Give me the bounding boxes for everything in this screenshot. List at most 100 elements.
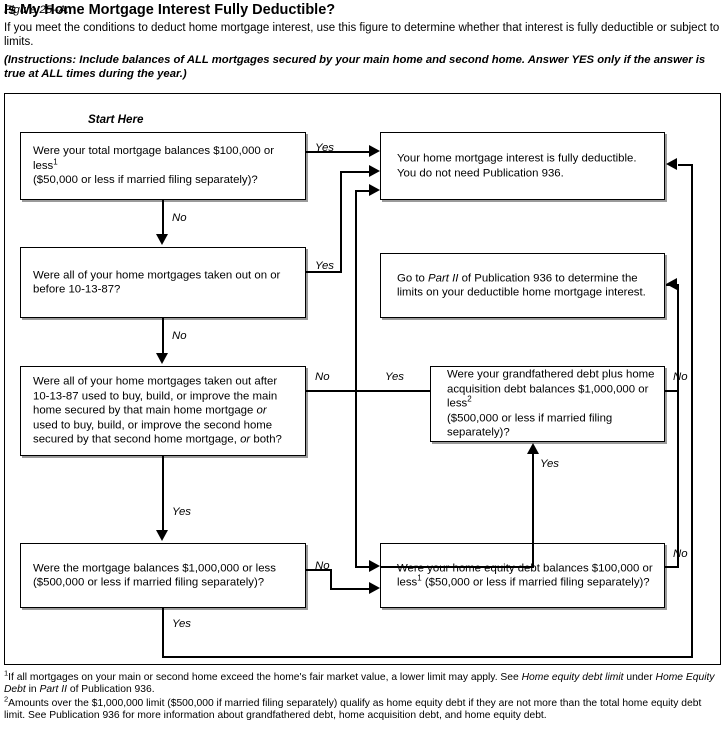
footnote-1-g: of Publication 936. [66, 684, 155, 696]
q2-line1: Were all of your home mortgages taken ou… [33, 268, 281, 281]
q4-line2: ($500,000 or less if married filing sepa… [33, 576, 265, 589]
q3-line1: Were all of your home mortgages taken ou… [33, 375, 278, 388]
q3-line2: 10-13-87 used to buy, build, or improve … [33, 390, 278, 403]
edge-q3-no-arrowhead [369, 560, 380, 572]
edge-q6-no-h1 [665, 566, 679, 568]
q3-line5a: secured by that second home mortgage, [33, 433, 241, 446]
edge-q3-no-h1 [306, 390, 357, 392]
result-box-go-to-part-ii-text: Go to Part II of Publication 936 to dete… [397, 271, 656, 300]
question-box-home-equity-debt[interactable]: Were your home equity debt balances $100… [380, 543, 665, 608]
edge-label-q6-no: No [673, 548, 688, 560]
q5-line2: acquisition debt balances $1,000,000 or … [447, 383, 649, 410]
edge-q1-no-line [162, 200, 164, 236]
edge-q6-yes-arrowhead [527, 443, 539, 454]
q6-footnote-ref: 1 [417, 573, 422, 583]
edge-q2-yes-h2 [340, 171, 370, 173]
edge-label-q1-no: No [172, 212, 187, 224]
q1-footnote-ref: 1 [53, 156, 58, 166]
edge-q4-yes-arrowhead [666, 158, 677, 170]
edge-q4-no-arrowhead [369, 582, 380, 594]
edge-q2-yes-v [340, 172, 342, 272]
result-box-go-to-part-ii[interactable]: Go to Part II of Publication 936 to dete… [380, 253, 665, 318]
edge-q5-yes-h1 [356, 390, 431, 392]
q3-line5b: or [240, 433, 251, 446]
footnote-2-a: Amounts over the $1,000,000 limit ($500,… [4, 698, 702, 722]
footnote-1-f: Part II [39, 684, 67, 696]
footnote-2-marker: 2 [4, 694, 9, 704]
footnote-2-line1: 2Amounts over the $1,000,000 limit ($500… [4, 694, 720, 723]
edge-q4-no-h1 [306, 569, 332, 571]
q5-line3: ($500,000 or less if married filing sepa… [447, 412, 613, 439]
footnote-1-a: If all mortgages on your main or second … [8, 672, 522, 683]
edge-label-q5-yes: Yes [385, 371, 404, 383]
edge-q6-no-v [677, 285, 679, 567]
figure-instructions: (Instructions: Include balances of ALL m… [4, 54, 706, 80]
edge-q3-yes-line [162, 456, 164, 532]
question-box-total-mortgage-balances-text: Were your total mortgage balances $100,0… [33, 144, 297, 188]
q1-line1: Were your total mortgage balances $100,0… [33, 145, 275, 172]
edge-q4-yes-h1 [162, 656, 693, 658]
q3-line4: used to buy, build, or improve the secon… [33, 419, 273, 432]
footnote-1-b: Home equity debt limit [521, 672, 624, 683]
edge-label-q2-no: No [172, 330, 187, 342]
q5-footnote-ref: 2 [467, 394, 472, 404]
r2-line1b: Part II [428, 271, 459, 284]
edge-q6-yes-v [532, 453, 534, 568]
edge-q1-no-arrowhead [156, 234, 168, 245]
q3-line3a: home secured by that main home mortgage [33, 404, 257, 417]
footnote-1-d: Home Equity Debt [4, 672, 715, 696]
edge-q2-yes-h1 [306, 271, 342, 273]
edge-q5-yes-arrowhead [369, 184, 380, 196]
q3-line5c: both? [250, 433, 282, 446]
r2-line1c: of Publication 936 to determine the [458, 271, 638, 284]
start-here-label: Start Here [88, 113, 144, 126]
question-box-grandfathered-debt[interactable]: Were your grandfathered debt plus home a… [430, 366, 665, 442]
edge-q3-no-h2 [355, 566, 371, 568]
edge-q4-no-h2 [330, 588, 371, 590]
footnote-1-c: under [623, 672, 656, 683]
edge-q1-yes-line [306, 151, 370, 153]
edge-label-q3-yes: Yes [172, 506, 191, 518]
footnote-2: 2Amounts over the $1,000,000 limit ($500… [4, 694, 720, 723]
edge-q5-no-h1 [665, 390, 679, 392]
edge-q6-yes-h [380, 566, 533, 568]
edge-label-q4-no: No [315, 560, 330, 572]
edge-q3-yes-arrowhead [156, 530, 168, 541]
edge-label-q6-yes: Yes [540, 458, 559, 470]
edge-label-q5-no: No [673, 371, 688, 383]
edge-q5-yes-h2 [355, 190, 371, 192]
edge-label-q4-yes: Yes [172, 618, 191, 630]
edge-label-q3-no: No [315, 371, 330, 383]
footnote-1: 1If all mortgages on your main or second… [4, 668, 720, 697]
result-box-fully-deductible-text: Your home mortgage interest is fully ded… [397, 151, 656, 180]
q6-line1: Were your home equity debt balances $100… [397, 561, 653, 574]
edge-q4-yes-h2 [678, 164, 693, 166]
footnote-1-marker: 1 [4, 668, 9, 678]
question-box-mortgages-after-101387-text: Were all of your home mortgages taken ou… [33, 375, 297, 448]
question-box-total-mortgage-balances[interactable]: Were your total mortgage balances $100,0… [20, 132, 306, 200]
r1-line1: Your home mortgage interest is fully ded… [397, 152, 637, 165]
question-box-home-equity-debt-text: Were your home equity debt balances $100… [397, 561, 656, 590]
edge-q5-yes-v [355, 191, 357, 391]
question-box-mortgage-balances-1m[interactable]: Were the mortgage balances $1,000,000 or… [20, 543, 306, 608]
r2-line1a: Go to [397, 271, 429, 284]
q6-line2b: ($50,000 or less if married filing separ… [421, 576, 650, 589]
question-box-mortgage-balances-1m-text: Were the mortgage balances $1,000,000 or… [33, 561, 297, 590]
edge-label-q2-yes: Yes [315, 260, 334, 272]
edge-q5-no-arrowhead [666, 278, 677, 290]
question-box-grandfathered-debt-text: Were your grandfathered debt plus home a… [447, 368, 656, 441]
q5-line1: Were your grandfathered debt plus home [447, 368, 655, 381]
edge-q1-yes-arrowhead [369, 145, 380, 157]
r2-line2: limits on your deductible home mortgage … [397, 286, 646, 299]
result-box-fully-deductible[interactable]: Your home mortgage interest is fully ded… [380, 132, 665, 200]
edge-q4-yes-v1 [162, 608, 164, 657]
q2-line2: before 10-13-87? [33, 283, 121, 296]
q3-line3b: or [256, 404, 267, 417]
page-title: Figure 25–A. Is My Home Mortgage Interes… [4, 2, 720, 19]
figure-intro: If you meet the conditions to deduct hom… [4, 22, 720, 48]
question-box-mortgages-before-101387[interactable]: Were all of your home mortgages taken ou… [20, 247, 306, 318]
r1-line2: You do not need Publication 936. [397, 167, 564, 179]
question-box-mortgages-after-101387[interactable]: Were all of your home mortgages taken ou… [20, 366, 306, 456]
edge-q3-no-v [355, 390, 357, 568]
